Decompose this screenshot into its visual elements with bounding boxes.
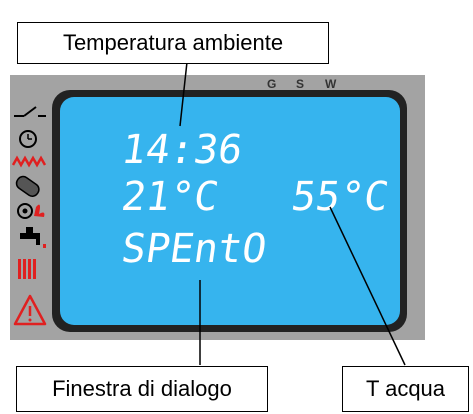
tap-icon xyxy=(20,227,46,248)
room-temperature-readout: 21°C xyxy=(119,174,222,220)
tank-icon xyxy=(15,175,40,198)
label-finestra-di-dialogo: Finestra di dialogo xyxy=(16,366,268,412)
label-temperatura-ambiente: Temperatura ambiente xyxy=(17,22,329,64)
heating-wave-icon xyxy=(11,155,47,168)
water-temperature-readout: 55°C xyxy=(289,174,392,220)
radiator-icon xyxy=(18,259,36,279)
lcd-screen xyxy=(60,97,400,325)
mode-letter-w: W xyxy=(325,77,337,91)
time-readout: 14:36 xyxy=(119,127,246,173)
clock-icon xyxy=(19,130,37,148)
warning-triangle-icon xyxy=(13,294,47,326)
label-t-acqua: T acqua xyxy=(342,366,469,412)
switch-icon xyxy=(14,106,46,117)
mode-letter-g: G xyxy=(267,77,276,91)
leader-line-water xyxy=(329,206,406,366)
leader-line-temperature xyxy=(179,61,188,127)
mode-letter-s: S xyxy=(296,77,304,91)
burner-flame-icon xyxy=(17,203,45,219)
status-readout: SPEntO xyxy=(119,226,270,272)
